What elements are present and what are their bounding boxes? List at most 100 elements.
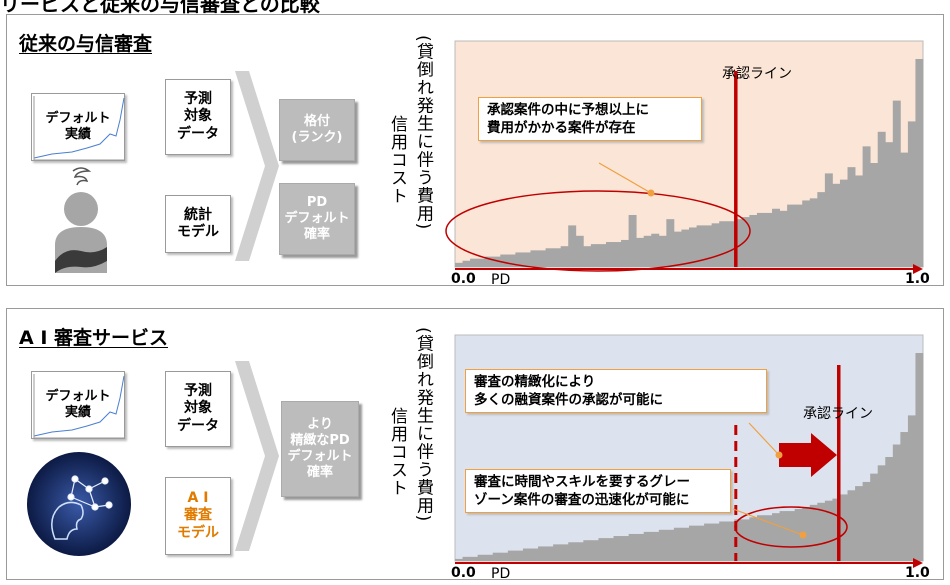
bar	[824, 173, 833, 267]
bar	[787, 204, 796, 267]
box-label: 予測 対象 データ	[177, 90, 219, 142]
x-axis-min: 0.0	[451, 271, 476, 287]
bar	[855, 486, 864, 561]
refined-pd-box: より 精緻なPD デフォルト 確率	[281, 401, 359, 497]
ai-head-icon	[27, 452, 131, 556]
bar	[719, 221, 728, 267]
bar	[605, 538, 614, 561]
bar	[681, 229, 690, 267]
bar	[779, 210, 788, 267]
thinking-person-icon	[55, 167, 107, 273]
y-axis-label-outer: (貸倒れ発生に伴う費用)	[413, 35, 433, 231]
bar	[590, 244, 599, 267]
bar	[794, 509, 803, 561]
bar	[764, 515, 773, 561]
bar	[651, 531, 660, 561]
bar	[522, 548, 531, 561]
bar	[515, 550, 524, 561]
bar	[470, 258, 479, 267]
bar	[772, 208, 780, 267]
bar	[636, 533, 645, 561]
bar	[802, 200, 811, 267]
stat-model-box: 統計 モデル	[165, 195, 231, 253]
box-label: より 精緻なPD デフォルト 確率	[287, 416, 353, 481]
box-label: デフォルト 実績	[45, 110, 111, 142]
bar	[772, 513, 780, 561]
bar	[726, 221, 735, 267]
bar	[907, 415, 916, 561]
bar	[538, 546, 546, 561]
callout-dot	[799, 531, 807, 539]
input-data-box: 予測 対象 データ	[165, 79, 231, 155]
bar	[666, 529, 675, 561]
bar	[704, 225, 713, 267]
bar	[689, 227, 697, 267]
bar	[696, 525, 705, 561]
bar	[809, 504, 818, 561]
approval-line-label: 承認ライン	[722, 66, 792, 82]
bar	[696, 225, 705, 267]
y-axis-label-outer: (貸倒れ発生に伴う費用)	[413, 327, 433, 523]
bar	[907, 121, 916, 268]
bar	[455, 262, 463, 267]
bar	[870, 163, 879, 267]
panel-title: 従来の与信審査	[19, 33, 153, 55]
page-heading: リービスと従来の与信審査との比較	[0, 0, 320, 16]
bar	[741, 217, 750, 267]
bar	[628, 215, 637, 267]
callout-box: 承認案件の中に予想以上に 費用がかかる案件が存在	[478, 97, 702, 142]
bar	[779, 511, 788, 561]
bar	[817, 192, 826, 267]
bar	[764, 212, 773, 267]
bar	[900, 432, 909, 561]
bar	[560, 246, 569, 267]
bar	[711, 523, 720, 561]
bar	[598, 244, 607, 267]
x-axis-label: PD	[491, 272, 511, 288]
bar	[885, 457, 894, 561]
bar	[538, 250, 546, 267]
bar	[832, 183, 841, 267]
bar	[575, 542, 584, 561]
x-axis-max: 1.0	[905, 565, 930, 581]
bar	[885, 142, 894, 267]
bar	[492, 256, 501, 267]
bar	[839, 494, 848, 561]
ai-model-box: A I 審査 モデル	[165, 477, 231, 555]
bar	[681, 527, 690, 561]
bar	[892, 444, 901, 561]
shift-arrow-icon	[779, 433, 837, 477]
bar	[568, 225, 577, 267]
bar	[809, 198, 818, 267]
bar	[877, 465, 886, 561]
bar	[621, 536, 630, 561]
bar	[892, 100, 901, 267]
rating-output-box: 格付 (ランク)	[279, 99, 355, 161]
process-arrow-icon	[235, 71, 279, 261]
bar	[643, 235, 652, 267]
bar	[492, 552, 501, 561]
box-label: 統計 モデル	[177, 206, 219, 241]
callout-pointer	[598, 162, 652, 194]
callout-pointer	[748, 422, 780, 456]
bar	[756, 212, 765, 267]
process-arrow-icon	[235, 361, 279, 551]
bar	[673, 527, 682, 561]
cost-chart	[454, 334, 924, 568]
bar	[847, 167, 856, 267]
callout-pointer	[732, 508, 804, 536]
bar	[824, 500, 833, 561]
pd-output-box: PD デフォルト 確率	[279, 183, 355, 255]
box-label: 予測 対象 データ	[177, 382, 219, 434]
bar	[470, 556, 479, 561]
bar	[613, 242, 622, 267]
bar	[870, 473, 879, 561]
bar	[530, 250, 539, 267]
bar	[553, 544, 562, 561]
bar	[711, 223, 720, 267]
bar	[485, 554, 494, 561]
y-axis-label-inner: 信用コスト	[387, 407, 407, 497]
bar	[689, 525, 697, 561]
bar	[590, 540, 599, 561]
bar	[643, 531, 652, 561]
